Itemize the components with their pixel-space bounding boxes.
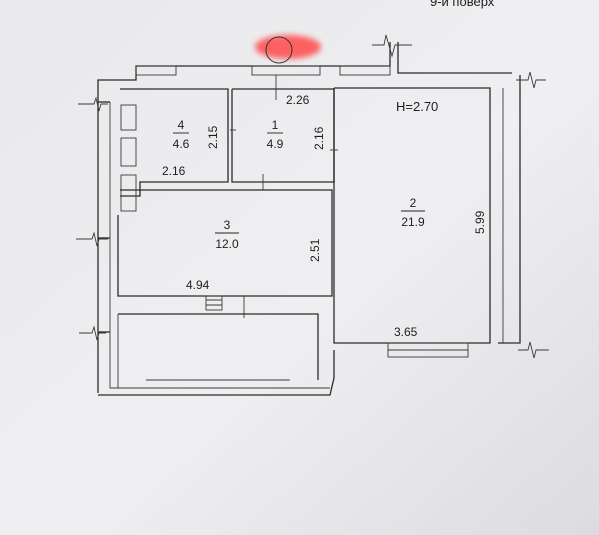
room-3-number: 3: [224, 218, 231, 232]
room-1-area: 4.9: [267, 137, 284, 151]
room-1-walls: [231, 88, 335, 190]
dimension-room2-width: 3.65: [394, 325, 418, 339]
room-3-label: 3 12.0: [215, 218, 239, 251]
dimension-room4-height: 2.15: [206, 125, 220, 149]
dimension-room3-height: 2.51: [308, 238, 322, 262]
room-1-label: 1 4.9: [267, 118, 284, 151]
redaction-mark: [255, 35, 321, 59]
room-2-walls: [333, 87, 504, 358]
balcony-walls: [117, 313, 319, 388]
dimension-top-width: 2.26: [286, 93, 310, 107]
room-1-number: 1: [272, 118, 279, 132]
room-3-area: 12.0: [215, 237, 239, 251]
room-4-walls: [120, 88, 229, 212]
redaction-circle-outline: [265, 36, 293, 64]
dimension-room1-height: 2.16: [312, 126, 326, 150]
room-2-area: 21.9: [401, 215, 425, 229]
room-4-area: 4.6: [173, 137, 190, 151]
wall-break-marks: [76, 34, 549, 359]
dimension-room3-width: 4.94: [186, 278, 210, 292]
room-4-label: 4 4.6: [173, 118, 190, 151]
room-4-number: 4: [178, 118, 185, 132]
ceiling-height: H=2.70: [396, 99, 438, 114]
dimension-room2-height: 5.99: [473, 210, 487, 234]
top-windows: [135, 65, 391, 76]
floor-label: 9-й поверх: [430, 0, 495, 9]
dimension-ticks: [230, 75, 338, 151]
room-2-number: 2: [410, 196, 417, 210]
dimension-room4-width: 2.16: [162, 164, 186, 178]
room-2-label: 2 21.9: [401, 196, 425, 229]
